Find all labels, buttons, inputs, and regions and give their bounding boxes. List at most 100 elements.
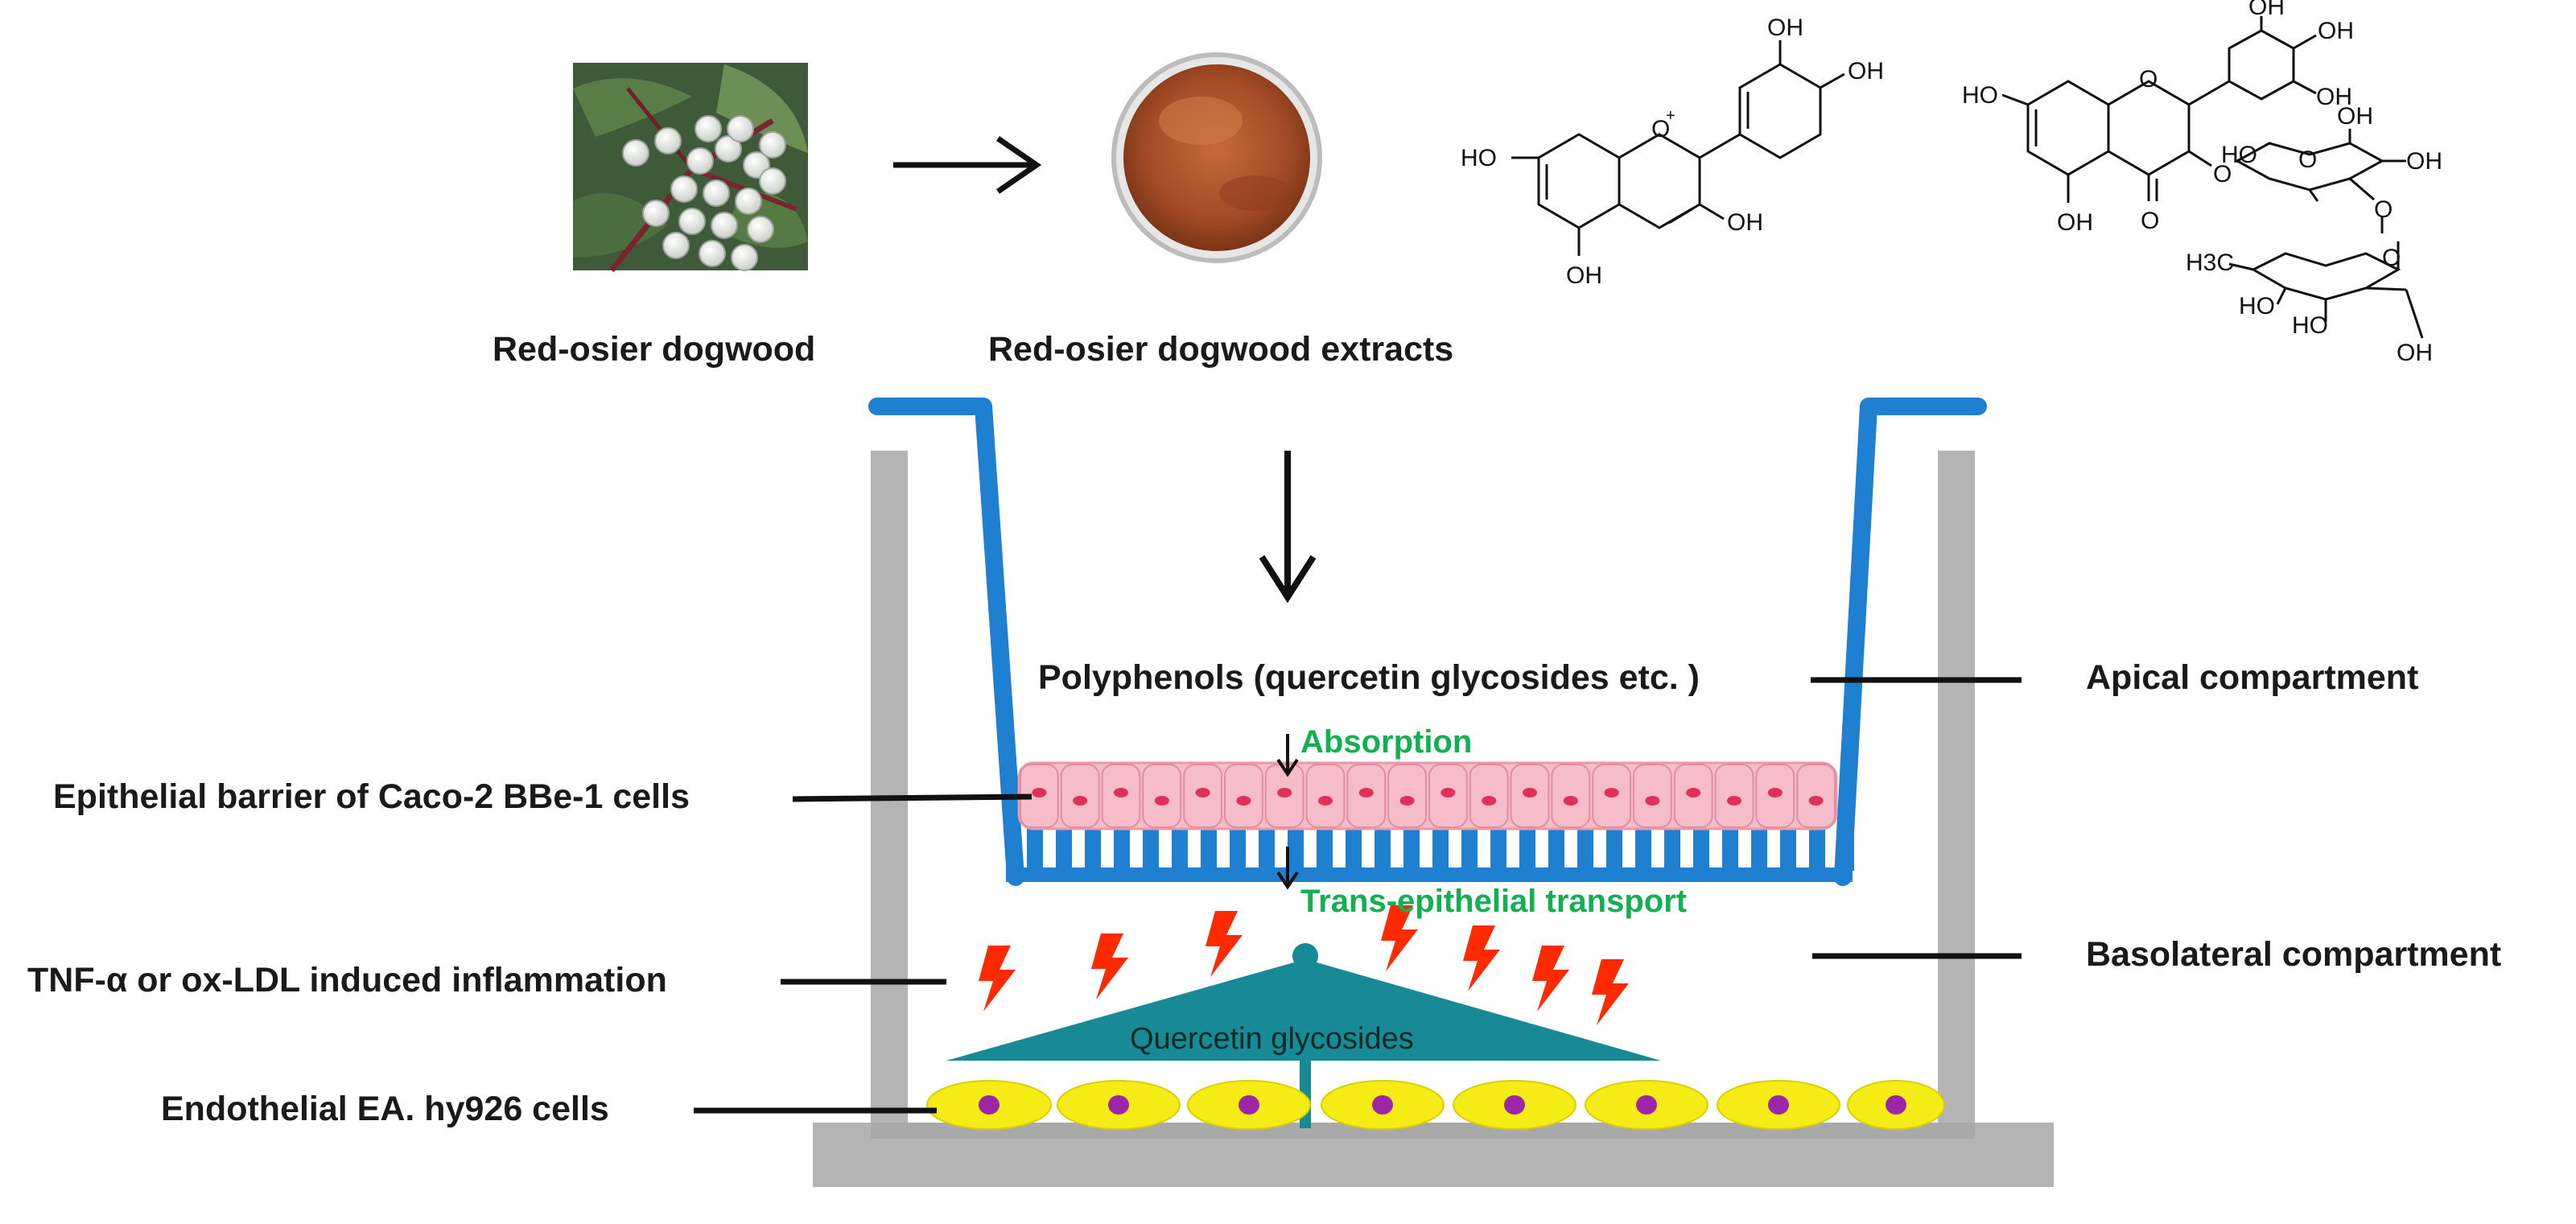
mol2-label: HO [2292, 312, 2328, 339]
epithelial-layer [1017, 761, 1838, 830]
membrane-pore [1114, 827, 1130, 871]
mol2-label: O [2382, 245, 2401, 271]
endothelial-nucleus [1108, 1095, 1129, 1115]
membrane-pore [1027, 827, 1043, 871]
lightning-bolt-icon [1091, 933, 1128, 999]
mol2-label: OH [2316, 84, 2352, 110]
mol1-label: OH [1727, 209, 1763, 236]
polyphenols-label: Polyphenols (quercetin glycosides etc. ) [1038, 658, 1700, 697]
berry [711, 212, 738, 239]
mol2-label: O [2374, 196, 2393, 223]
absorption-label: Absorption [1300, 724, 1473, 760]
berry [678, 208, 706, 235]
epithelial-nucleus [1686, 788, 1701, 797]
mol2-label: HO [2221, 142, 2257, 168]
membrane-pore [1635, 827, 1651, 871]
outer-well [813, 451, 2054, 1187]
epithelial-nucleus [1645, 796, 1660, 806]
mol2-label: H3C [2186, 249, 2234, 276]
endothelial-nucleus [1636, 1095, 1657, 1115]
membrane-pore [1143, 827, 1159, 871]
extract-powder [1111, 52, 1322, 263]
membrane-pore [1432, 827, 1449, 871]
berry [759, 167, 786, 195]
mol1-label: HO [1461, 145, 1497, 171]
endothelial-monolayer [926, 1080, 1945, 1130]
epithelial-barrier-label: Epithelial barrier of Caco-2 BBe-1 cells [53, 777, 690, 816]
berry [662, 232, 690, 259]
berry [642, 200, 670, 227]
berry [727, 115, 754, 142]
mol2-label: HO [2239, 293, 2275, 319]
epithelial-nucleus [1195, 788, 1210, 797]
protective-umbrella [946, 943, 1661, 1128]
mol2-label: OH [2406, 148, 2442, 175]
endothelial-label: Endothelial EA. hy926 cells [161, 1090, 609, 1128]
berry [735, 188, 762, 215]
epithelial-nucleus [1318, 796, 1333, 806]
berry [694, 115, 722, 142]
berry [670, 175, 698, 203]
membrane-pore [1809, 827, 1825, 871]
berry [759, 131, 786, 159]
membrane-pore [1519, 827, 1535, 871]
endothelial-nucleus [1504, 1095, 1525, 1115]
membrane-pore [1085, 827, 1101, 871]
mol2-label: O [2139, 66, 2158, 93]
berries [622, 115, 786, 271]
endothelial-nucleus [1886, 1095, 1906, 1115]
membrane-pore [1201, 827, 1217, 871]
absorption-arrow [1276, 734, 1299, 777]
inflammation-label: TNF-α or ox-LDL induced inflammation [27, 961, 667, 999]
epithelial-nucleus [1032, 788, 1047, 797]
berry [747, 216, 774, 243]
lightning-bolt-icon [979, 946, 1016, 1012]
membrane-pore [1317, 827, 1333, 871]
arrow-to-insert [1259, 451, 1317, 604]
lightning-bolt-icon [1592, 959, 1629, 1025]
membrane-pore [1259, 827, 1275, 871]
lightning-bolt-icon [1206, 911, 1243, 977]
mol2-label: OH [2248, 0, 2285, 20]
berry [731, 244, 758, 271]
epithelial-nucleus [1440, 788, 1456, 797]
mol2-label: OH [2337, 103, 2373, 130]
epithelial-cell [1469, 764, 1509, 828]
lightning-bolt-icon [1463, 925, 1500, 991]
endothelial-nucleus [1768, 1095, 1789, 1115]
membrane-pore [1375, 827, 1391, 871]
epithelial-monolayer [1017, 761, 1838, 830]
berry [715, 135, 742, 163]
epithelial-nucleus [1767, 788, 1783, 797]
epithelial-nucleus [1236, 796, 1251, 806]
epithelial-nucleus [1277, 788, 1292, 797]
transwell-insert [868, 398, 1987, 886]
mol2-label: OH [2397, 340, 2433, 366]
membrane-pore [1490, 827, 1506, 871]
mol1-label: + [1666, 107, 1675, 125]
inflammation-bolts [979, 905, 1629, 1025]
membrane-pore [1838, 827, 1854, 871]
membrane-pore [1751, 827, 1767, 871]
mol2-label: O [2213, 161, 2232, 188]
endothelial-nucleus [1372, 1095, 1393, 1115]
berry [622, 139, 649, 167]
epithelial-nucleus [1563, 796, 1578, 806]
lightning-bolt-icon [1532, 946, 1569, 1012]
membrane-pore [1664, 827, 1680, 871]
membrane-pore [1172, 827, 1188, 871]
umbrella-label: Quercetin glycosides [1130, 1022, 1414, 1056]
epithelial-nucleus [1154, 796, 1169, 806]
epithelial-nucleus [1727, 796, 1741, 806]
membrane-pore [1461, 827, 1478, 871]
berry [699, 240, 726, 267]
berry [686, 147, 714, 175]
membrane-pore [1548, 827, 1564, 871]
endothelial-nucleus [1239, 1095, 1259, 1115]
transport-label: Trans-epithelial transport [1300, 884, 1688, 919]
leader-lines [694, 677, 2022, 1114]
membrane-pore [1403, 827, 1420, 871]
berry [703, 179, 730, 207]
membrane-pore [1780, 827, 1796, 871]
